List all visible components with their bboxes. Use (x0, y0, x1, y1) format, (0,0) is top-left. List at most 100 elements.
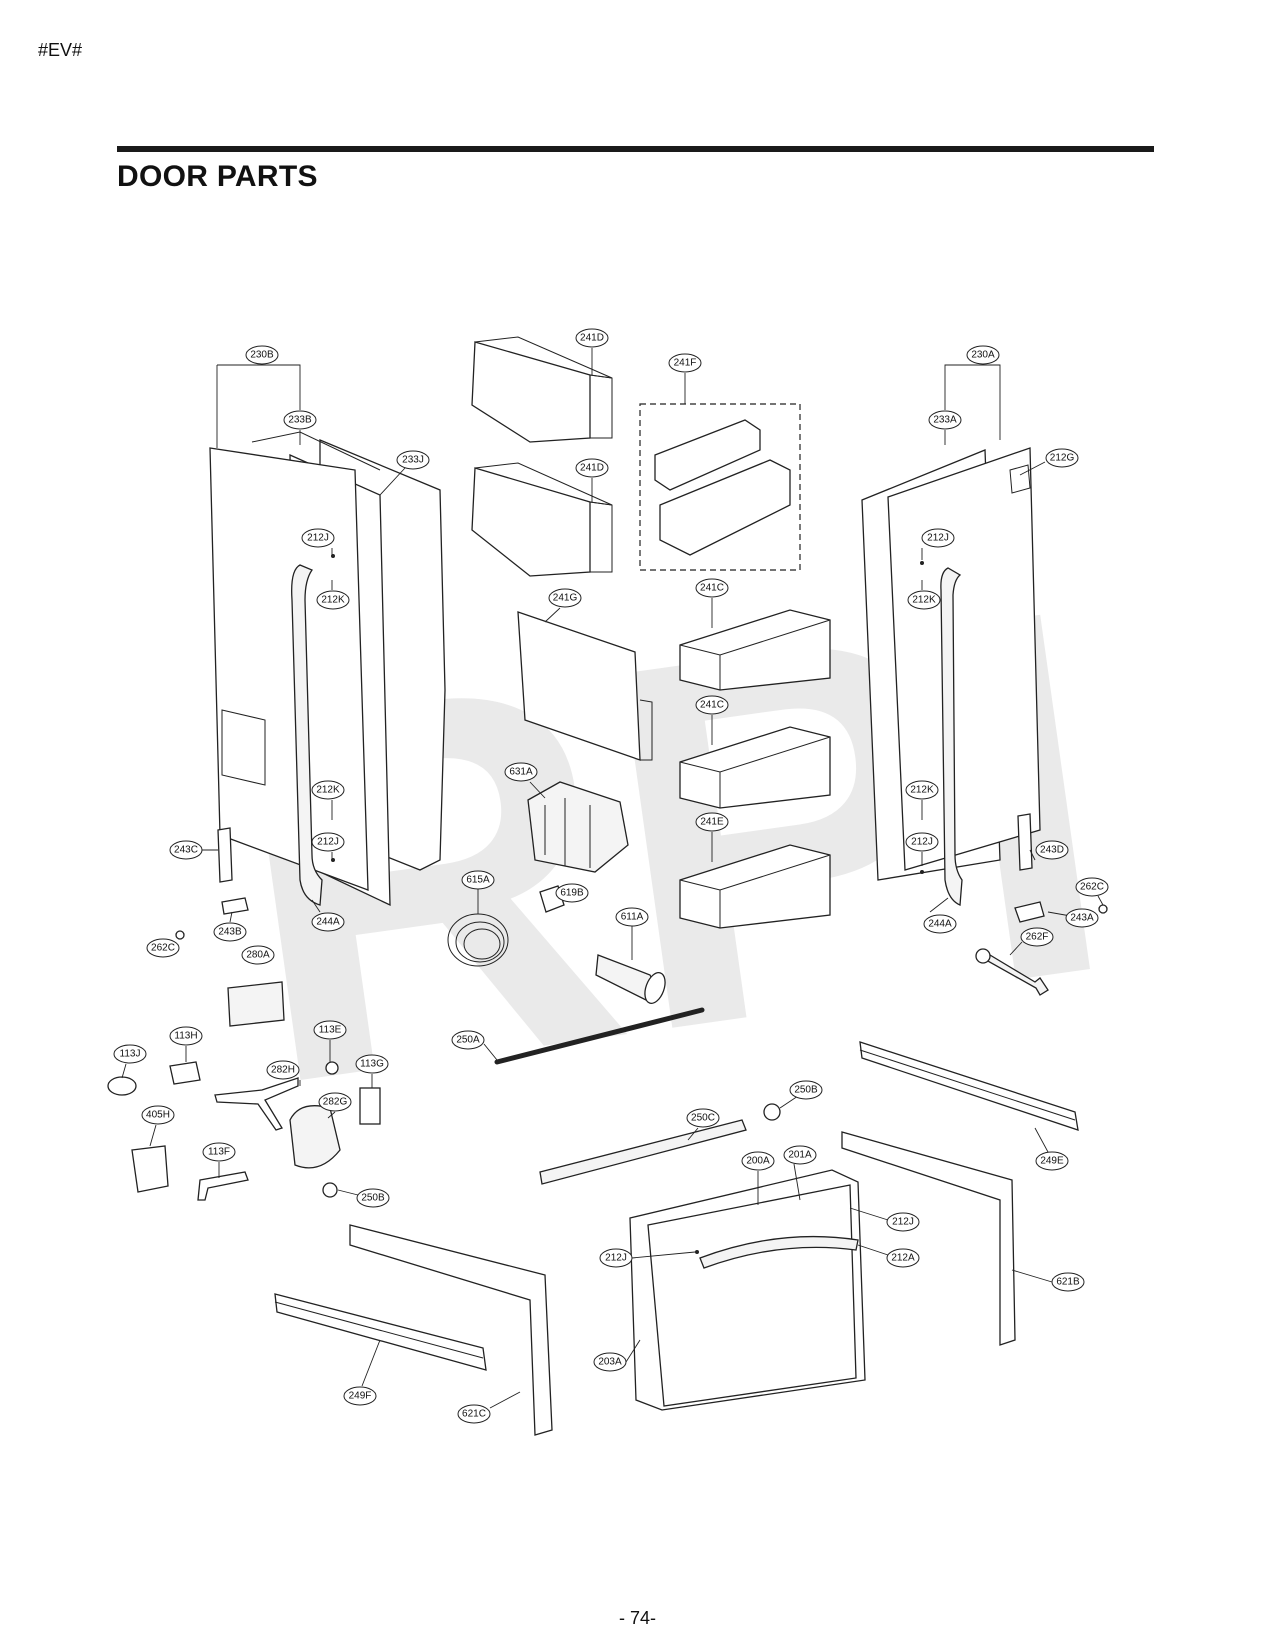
hinge-243A (1014, 901, 1045, 923)
svg-text:243A: 243A (1070, 913, 1094, 924)
callout-241C-lower: 241C (695, 695, 729, 715)
callout-212J-left-upper: 212J (301, 528, 335, 548)
callout-212A: 212A (886, 1248, 920, 1268)
svg-text:241D: 241D (580, 333, 604, 344)
callout-280A: 280A (241, 945, 275, 965)
callout-113G: 113G (355, 1054, 389, 1074)
callout-244A-left: 244A (311, 912, 345, 932)
rail-250C (539, 1119, 747, 1185)
callout-233A: 233A (928, 410, 962, 430)
svg-text:113E: 113E (319, 1025, 342, 1036)
svg-text:243B: 243B (218, 927, 242, 938)
callout-230A: 230A (966, 345, 1000, 365)
callout-241C-upper: 241C (695, 578, 729, 598)
callout-262F: 262F (1020, 927, 1054, 947)
callout-250B-right: 250B (789, 1080, 823, 1100)
part-405H (131, 1145, 169, 1193)
svg-text:241F: 241F (674, 358, 697, 369)
part-113H (169, 1061, 201, 1085)
callout-233J: 233J (396, 450, 430, 470)
callout-212K-right-lower: 212K (905, 780, 939, 800)
svg-text:615A: 615A (466, 875, 490, 886)
callout-212K-left-lower: 212K (311, 780, 345, 800)
drawer-door (629, 1169, 866, 1411)
svg-text:241C: 241C (700, 583, 724, 594)
spring-113E (325, 1061, 339, 1075)
callout-619B: 619B (555, 883, 589, 903)
svg-text:262C: 262C (1080, 882, 1104, 893)
svg-text:241C: 241C (700, 700, 724, 711)
svg-text:241E: 241E (700, 817, 724, 828)
callout-230B: 230B (245, 345, 279, 365)
bin-241D-lower (471, 462, 613, 577)
cover-280A (227, 981, 285, 1027)
screw-262C-left (175, 930, 185, 940)
svg-text:212J: 212J (927, 533, 949, 544)
callout-212J-right-upper: 212J (921, 528, 955, 548)
svg-text:113J: 113J (120, 1049, 141, 1060)
frame-621B (841, 1131, 1016, 1346)
bin-241F-dashed-group (639, 403, 801, 571)
bin-241C-upper (679, 609, 831, 691)
callout-241D-lower: 241D (575, 458, 609, 478)
svg-text:113H: 113H (174, 1031, 197, 1042)
callout-250A: 250A (451, 1030, 485, 1050)
svg-text:212J: 212J (317, 837, 339, 848)
callout-212J-left-lower: 212J (311, 832, 345, 852)
callout-243C: 243C (169, 840, 203, 860)
part-113G (359, 1087, 381, 1125)
bracket-113F (197, 1171, 249, 1201)
callout-611A: 611A (615, 907, 649, 927)
callout-241F: 241F (668, 353, 702, 373)
svg-text:200A: 200A (746, 1156, 770, 1167)
svg-text:113F: 113F (208, 1147, 230, 1158)
callout-243A: 243A (1065, 908, 1099, 928)
svg-text:212A: 212A (891, 1253, 915, 1264)
svg-text:244A: 244A (928, 919, 952, 930)
part-113J (107, 1076, 137, 1096)
callout-621B: 621B (1051, 1272, 1085, 1292)
svg-text:212K: 212K (316, 785, 340, 796)
callout-233B: 233B (283, 410, 317, 430)
callout-113H: 113H (169, 1026, 203, 1046)
svg-text:233J: 233J (402, 455, 424, 466)
svg-text:621C: 621C (462, 1409, 486, 1420)
callout-212G: 212G (1045, 448, 1079, 468)
callout-212K-left-upper: 212K (316, 590, 350, 610)
callout-203A: 203A (593, 1352, 627, 1372)
svg-text:619B: 619B (560, 888, 584, 899)
svg-text:212J: 212J (307, 533, 329, 544)
page-title: DOOR PARTS (117, 160, 318, 193)
callout-282H: 282H (266, 1060, 300, 1080)
svg-text:250A: 250A (456, 1035, 480, 1046)
svg-text:212K: 212K (321, 595, 345, 606)
hinge-cover-243D (1017, 813, 1033, 871)
callout-212J-drawer-right: 212J (886, 1212, 920, 1232)
callout-244A-right: 244A (923, 914, 957, 934)
svg-text:203A: 203A (598, 1357, 622, 1368)
callout-212K-right-upper: 212K (907, 590, 941, 610)
leader-lines (121, 348, 1104, 1409)
svg-text:233B: 233B (288, 415, 312, 426)
callout-621C: 621C (457, 1404, 491, 1424)
frame-621C (349, 1224, 553, 1436)
bin-241E (679, 844, 831, 929)
callout-250B-left: 250B (356, 1188, 390, 1208)
page-number: - 74- (618, 1608, 656, 1628)
callout-250C: 250C (686, 1108, 720, 1128)
gear-250B-right (763, 1103, 781, 1121)
svg-text:241G: 241G (553, 593, 578, 604)
wrench-262F (975, 948, 1049, 996)
svg-text:212J: 212J (911, 837, 933, 848)
svg-text:280A: 280A (246, 950, 270, 961)
svg-text:631A: 631A (509, 767, 533, 778)
svg-text:241D: 241D (580, 463, 604, 474)
svg-text:282G: 282G (323, 1097, 348, 1108)
callout-615A: 615A (461, 870, 495, 890)
svg-text:230A: 230A (971, 350, 995, 361)
right-door-assembly (861, 447, 1041, 906)
svg-text:249E: 249E (1040, 1156, 1064, 1167)
callout-113J: 113J (113, 1044, 147, 1064)
hinge-243B (221, 897, 249, 915)
title-rule (117, 146, 1154, 152)
